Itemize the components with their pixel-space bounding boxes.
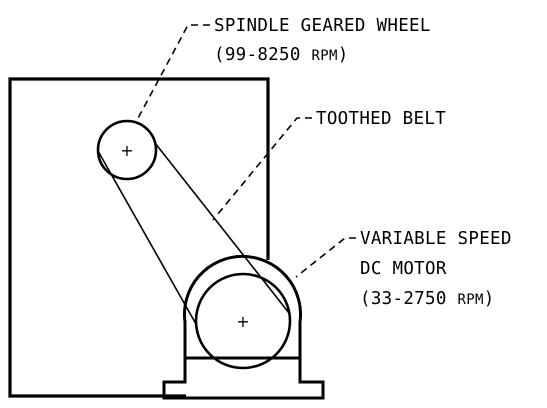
motor-housing <box>183 254 302 358</box>
motor-speed-range: (33-2750 <box>360 289 458 309</box>
motor-base <box>162 356 325 400</box>
leader-lines <box>135 24 356 278</box>
spindle-center-mark: + <box>120 141 133 160</box>
motor-label-line2: DC MOTOR <box>360 259 447 279</box>
spindle-speed-close: ) <box>338 45 349 65</box>
motor-speed-unit: RPM <box>458 292 484 308</box>
motor-speed-close: ) <box>484 289 495 309</box>
motor-center-mark: + <box>236 312 249 331</box>
spindle-speed-range: (99-8250 <box>214 45 312 65</box>
belt-label: TOOTHED BELT <box>316 109 446 129</box>
spindle-speed-unit: RPM <box>312 48 338 64</box>
toothed-belt-strand-left <box>97 150 197 325</box>
toothed-belt-strand-right <box>154 142 290 314</box>
motor-label-line1: VARIABLE SPEED <box>360 229 512 249</box>
housing-frame <box>8 77 270 398</box>
belt-leader-line <box>212 117 312 221</box>
spindle-label: SPINDLE GEARED WHEEL <box>214 16 431 36</box>
motor-leader-line <box>295 237 356 278</box>
motor-pulley <box>194 272 292 370</box>
motor-speed-label: (33-2750 RPM) <box>360 289 495 309</box>
spindle-leader-line <box>135 24 210 123</box>
spindle-geared-wheel <box>96 119 158 181</box>
spindle-speed-label: (99-8250 RPM) <box>214 45 349 65</box>
